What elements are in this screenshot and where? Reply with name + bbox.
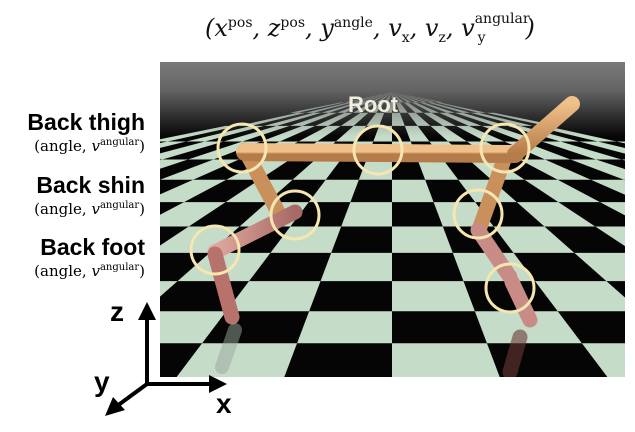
term-v-z: vz: [424, 14, 446, 46]
floor-tile: [160, 159, 188, 169]
floor-tile: [160, 226, 240, 253]
label-back-foot: Back foot (angle, vangular): [0, 235, 145, 280]
term-z-pos: zpos: [267, 14, 305, 42]
cheetah-robot: [207, 96, 580, 377]
floor-tile: [160, 141, 187, 148]
root-label: Root: [348, 92, 399, 117]
floor-tile: [160, 311, 227, 344]
state-tuple-equation: (xpos, zpos, yangle, vx, vz, vangulary): [205, 11, 535, 46]
back-shin-segment: [207, 204, 303, 260]
label-back-thigh: Back thigh (angle, vangular): [0, 110, 145, 155]
floor-tile: [160, 179, 227, 203]
label-name: Back thigh: [27, 109, 145, 135]
joint-circle-front-ankle: [484, 262, 536, 314]
floor-tile: [176, 343, 298, 377]
coordinate-axes: [105, 302, 227, 416]
robot-reflection-2: [215, 323, 242, 374]
floor-tile: [392, 343, 500, 377]
back-foot-segment: [207, 246, 240, 325]
floor-tile: [320, 252, 392, 282]
z-axis-arrowhead: [138, 302, 156, 320]
label-sub: (angle, vangular): [34, 137, 145, 155]
joint-circle-back-ankle: [189, 224, 241, 276]
checkerboard-floor: [160, 92, 625, 377]
floor-tile: [392, 281, 475, 312]
floor-tile: [392, 179, 434, 203]
joint-highlights: [189, 122, 536, 314]
floor-tile: [417, 159, 459, 180]
floor-tile: [392, 226, 453, 253]
y-axis-arrowhead: [105, 397, 125, 416]
floor-tile: [570, 159, 625, 180]
label-sub: (angle, vangular): [34, 200, 145, 218]
joint-circle-front-knee: [452, 188, 504, 240]
floor-tile: [292, 159, 341, 180]
x-axis-arrowhead: [209, 375, 227, 393]
floor-tile: [524, 179, 600, 203]
floor-tile: [534, 281, 625, 312]
front-foot-segment: [504, 274, 538, 328]
floor-tile: [595, 226, 625, 247]
floor-tile: [541, 141, 622, 160]
joint-circle-back-hip: [216, 122, 268, 174]
joint-circle-back-knee: [269, 189, 321, 241]
joint-circle-root: [352, 124, 404, 176]
floor-tile: [160, 159, 239, 180]
label-back-shin: Back shin (angle, vangular): [0, 173, 145, 218]
term-y-angle: yangle: [320, 14, 373, 42]
floor-tile: [581, 343, 625, 377]
floor-tile: [270, 226, 342, 253]
x-axis-label: x: [216, 388, 232, 419]
term-v-x: vx: [388, 14, 410, 46]
floor-tile: [308, 179, 359, 203]
z-axis-label: z: [110, 296, 124, 327]
floor-tile: [574, 252, 625, 282]
torso-segment: [236, 143, 524, 163]
floor-tile: [160, 202, 226, 227]
floor-tile: [516, 202, 596, 227]
y-axis-label: y: [94, 366, 110, 397]
term-v-y-angular: vangulary: [461, 11, 530, 46]
y-axis-line: [115, 382, 149, 408]
tuple-open: (: [205, 14, 215, 42]
robot-reflection: [502, 329, 528, 377]
floor-tile: [226, 281, 321, 312]
floor-tile: [616, 141, 625, 144]
joint-circle-front-hip: [479, 122, 531, 174]
floor-tile: [160, 141, 224, 160]
label-name: Back foot: [40, 234, 145, 260]
simulation-scene: Root: [160, 62, 625, 377]
floor-tile: [297, 311, 392, 344]
label-name: Back shin: [36, 172, 145, 198]
floor-tile: [493, 226, 575, 253]
tuple-close: ): [525, 14, 535, 42]
floor-tile: [621, 159, 625, 161]
floor-tile: [341, 202, 392, 227]
floor-tile: [519, 159, 591, 180]
front-thigh-segment: [472, 149, 513, 235]
label-sub: (angle, vangular): [34, 262, 145, 280]
floor-tile: [590, 179, 625, 195]
term-x-pos: xpos: [214, 14, 253, 42]
head-segment: [507, 96, 580, 162]
